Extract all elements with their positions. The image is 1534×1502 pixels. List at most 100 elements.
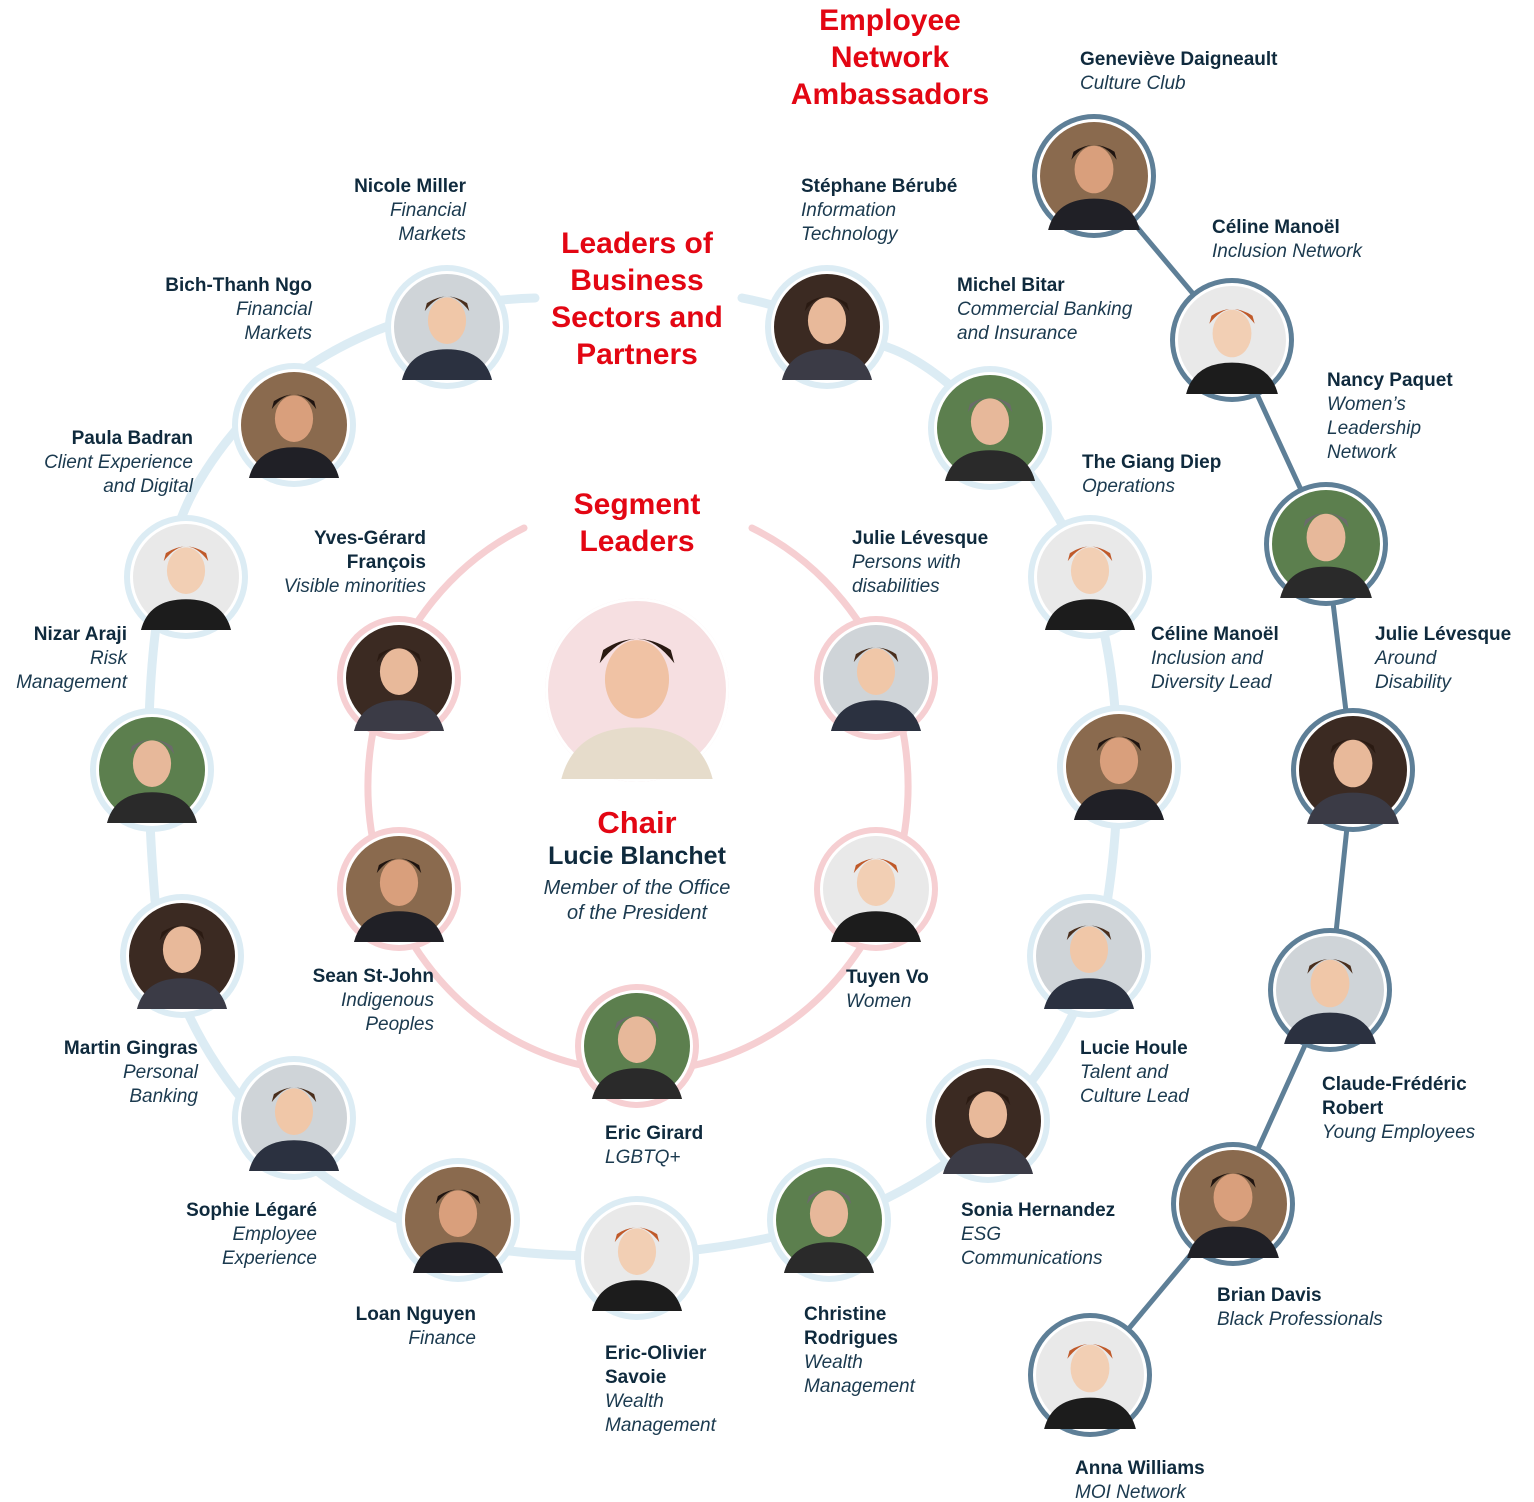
- ambassador-photo: [1291, 708, 1415, 832]
- business-leader-photo: [928, 366, 1052, 490]
- segment-leader-photo: [337, 827, 461, 951]
- person-role: Network: [1327, 442, 1397, 463]
- person-role: Around: [1375, 648, 1437, 669]
- person-role: Client Experience: [44, 452, 193, 473]
- ambassador-photo: [1028, 1313, 1152, 1437]
- person-role: Visible minorities: [283, 576, 426, 597]
- person-role: Peoples: [365, 1014, 434, 1035]
- person-role: ESG: [961, 1224, 1002, 1245]
- person-role: Management: [16, 672, 127, 693]
- person-role: Women: [846, 991, 912, 1012]
- ambassador-photo: [1032, 114, 1156, 238]
- person-name: François: [346, 552, 426, 573]
- business-leader-photo: [1057, 705, 1181, 829]
- person-name: Céline Manoël: [1212, 217, 1340, 238]
- person-role: disabilities: [852, 576, 940, 597]
- business-leader-photo: [385, 265, 509, 389]
- person-name: Stéphane Bérubé: [801, 176, 958, 197]
- business-leader-photo: [767, 1158, 891, 1282]
- person-role: Management: [605, 1415, 716, 1436]
- business-leader-photo: [120, 894, 244, 1018]
- segment-leader-photo: [814, 616, 938, 740]
- person-role: Inclusion Network: [1212, 241, 1362, 262]
- ambassador-photo: [1170, 278, 1294, 402]
- person-name: Martin Gingras: [63, 1038, 198, 1059]
- person-role: Talent and: [1080, 1062, 1169, 1083]
- segment-leader-photo: [575, 984, 699, 1108]
- chair-title: Chair: [597, 805, 677, 840]
- person-name: Nancy Paquet: [1327, 370, 1453, 391]
- person-role: Commercial Banking: [957, 299, 1133, 320]
- segment-leader-photo: [337, 616, 461, 740]
- person-name: Nizar Araji: [33, 624, 127, 645]
- business-leader-photo: [124, 515, 248, 639]
- person-role: Culture Lead: [1080, 1086, 1189, 1107]
- person-name: Julie Lévesque: [1375, 624, 1512, 645]
- segment-leader-photo: [814, 827, 938, 951]
- chair-role: Member of the Office of the President: [543, 877, 731, 924]
- person-role: Banking: [129, 1086, 198, 1107]
- person-role: Women’s: [1327, 394, 1406, 415]
- person-name: Paula Badran: [71, 428, 193, 449]
- person-name: Lucie Houle: [1080, 1038, 1188, 1059]
- person-role: Wealth: [605, 1391, 664, 1412]
- business-leader-photo: [232, 363, 356, 487]
- person-name: Sean St-John: [312, 966, 434, 987]
- person-name: Céline Manoël: [1151, 624, 1279, 645]
- person-role: Finance: [408, 1328, 476, 1349]
- person-role: Persons with: [852, 552, 961, 573]
- business-leader-photo: [396, 1158, 520, 1282]
- ambassador-photo: [1171, 1142, 1295, 1266]
- person-name: Eric-Olivier: [605, 1343, 707, 1364]
- person-role: Black Professionals: [1217, 1309, 1383, 1330]
- person-name: Sophie Légaré: [186, 1200, 317, 1221]
- person-role: Risk: [90, 648, 127, 669]
- person-name: Robert: [1322, 1098, 1384, 1119]
- person-role: Leadership: [1327, 418, 1422, 439]
- person-name: Claude-Frédéric: [1322, 1074, 1467, 1095]
- heading-segment-leaders: Segment Leaders: [573, 488, 701, 558]
- business-leader-photo: [232, 1056, 356, 1180]
- person-role: Financial: [389, 200, 466, 221]
- person-role: Inclusion and: [1151, 648, 1263, 669]
- person-role: Communications: [961, 1248, 1103, 1269]
- ambassador-photo: [1264, 482, 1388, 606]
- person-role: Technology: [801, 224, 898, 245]
- business-leader-photo: [765, 265, 889, 389]
- person-name: The Giang Diep: [1082, 452, 1222, 473]
- person-name: Brian Davis: [1217, 1285, 1322, 1306]
- heading-business-leaders: Leaders of Business Sectors and Partners: [551, 227, 723, 371]
- person-name: Julie Lévesque: [852, 528, 989, 549]
- person-name: Rodrigues: [804, 1328, 898, 1349]
- person-name: Geneviève Daigneault: [1080, 49, 1278, 70]
- person-role: Culture Club: [1080, 73, 1186, 94]
- person-role: Financial: [235, 299, 312, 320]
- person-role: Markets: [398, 224, 466, 245]
- ambassador-photo: [1268, 928, 1392, 1052]
- business-leader-photo: [1028, 515, 1152, 639]
- person-name: Yves-Gérard: [314, 528, 426, 549]
- person-role: Employee: [232, 1224, 318, 1245]
- person-role: Diversity Lead: [1151, 672, 1272, 693]
